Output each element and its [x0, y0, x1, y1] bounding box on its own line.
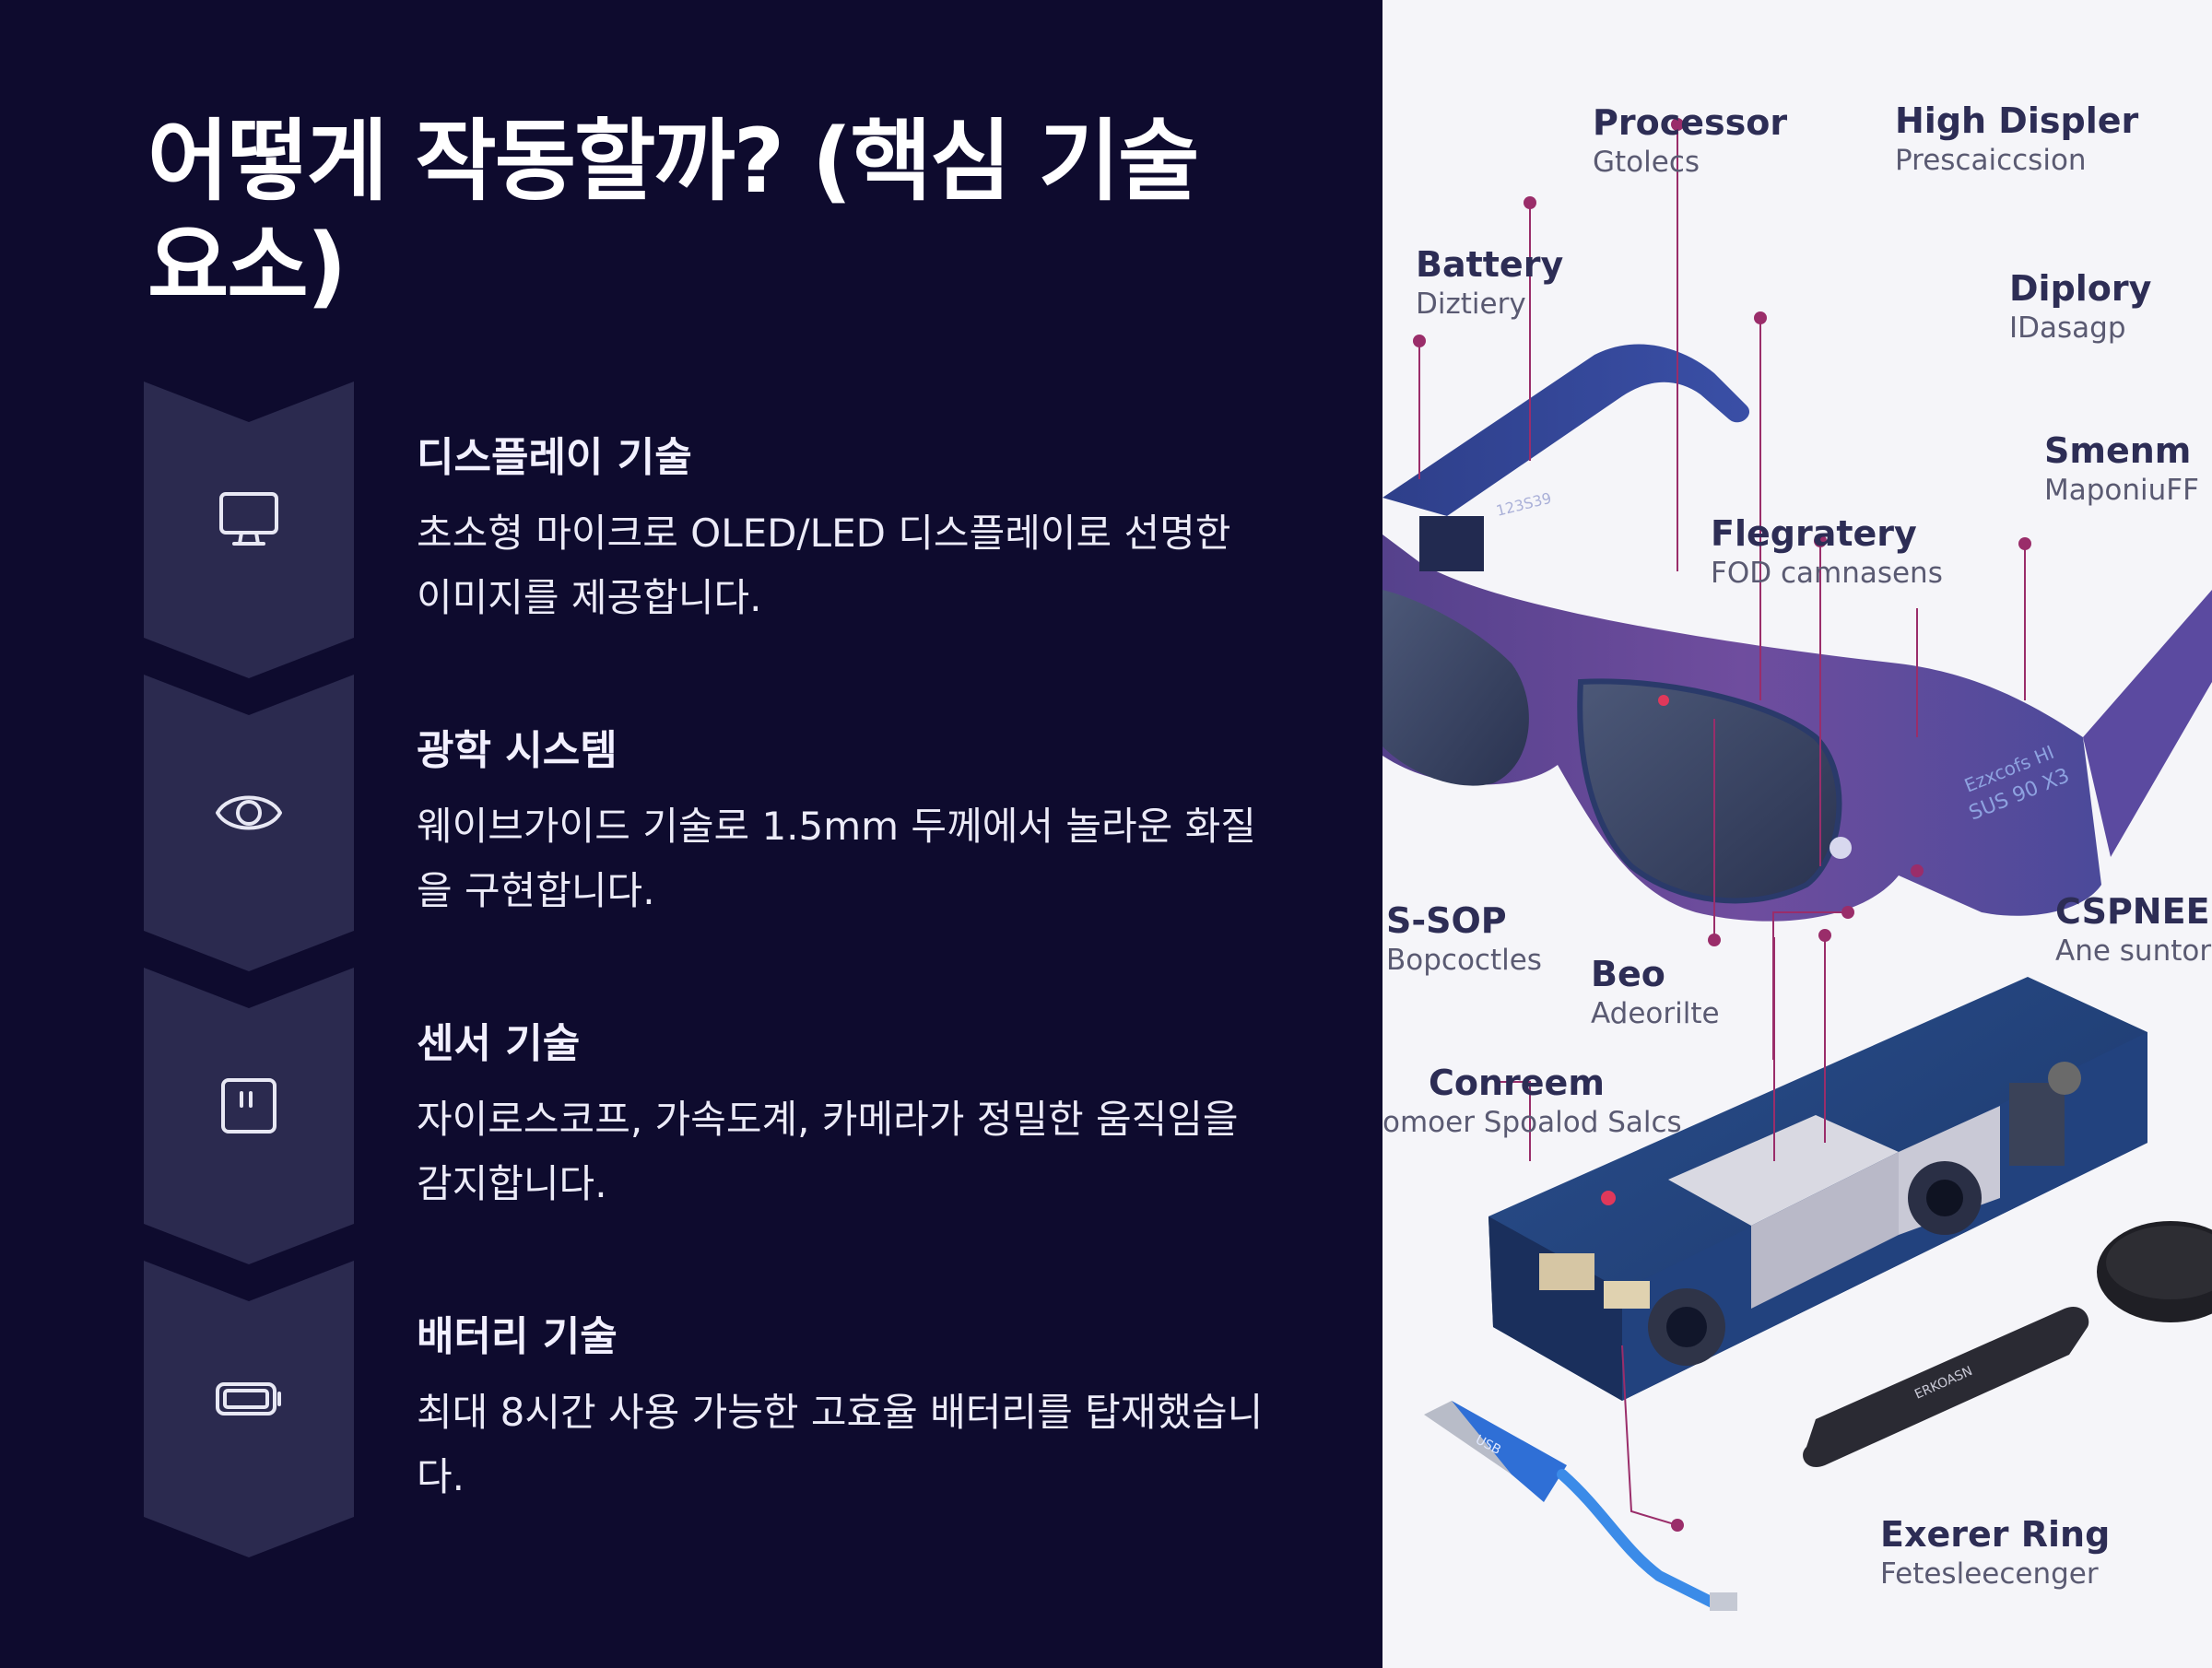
- page-title: 어떻게 작동할까? (핵심 기술 요소): [147, 110, 1199, 318]
- chevron-marker-optics: [144, 675, 354, 971]
- item-description: 웨이브가이드 기술로 1.5mm 두께에서 놀라운 화질을 구현합니다.: [417, 804, 1256, 913]
- sensor-icon: [221, 1078, 276, 1134]
- connector-block: [1539, 1253, 1594, 1290]
- item-title: 디스플레이 기술: [417, 434, 692, 481]
- product-diagram: ERKOASN USB 123S39 Ezxcofs HI SUS 90 X3: [1382, 0, 2212, 1668]
- left-panel: 어떻게 작동할까? (핵심 기술 요소) 디스플레이 기술 초소형 마이크로 O…: [144, 110, 1264, 1557]
- item-description: 자이로스코프, 가속도계, 카메라가 정밀한 움직임을 감지합니다.: [417, 1097, 1239, 1206]
- chevron-marker-sensor: [144, 968, 354, 1264]
- leader-dots: [1413, 118, 2031, 1532]
- black-tag: [1803, 1307, 2089, 1467]
- item-title: 광학 시스템: [417, 727, 618, 774]
- callout-cspneeb: CSPNEEBAne suntore: [2055, 891, 2212, 968]
- item-title: 배터리 기술: [417, 1313, 618, 1360]
- component-capacitor: [2048, 1062, 2081, 1095]
- hinge-screw: [1830, 837, 1852, 859]
- lens-right: [1577, 678, 1842, 904]
- eye-icon: [216, 795, 282, 830]
- hinge-dot: [1864, 400, 1875, 411]
- item-title: 센서 기술: [417, 1020, 581, 1067]
- display-chip: [2009, 1083, 2065, 1166]
- chevron-marker-display: [144, 382, 354, 678]
- exploded-glasses-illustration: ERKOASN USB 123S39 Ezxcofs HI SUS 90 X3: [1382, 118, 2212, 1611]
- item-description: 최대 8시간 사용 가능한 고효율 배터리를 탑재했습니다.: [417, 1390, 1264, 1499]
- heatsink-block: [1668, 1115, 1899, 1226]
- leader-lines: [1418, 124, 2026, 1526]
- lens-left: [1382, 590, 1529, 786]
- frame-text-serial: 123S39: [1494, 489, 1553, 520]
- monitor-icon: [219, 492, 278, 546]
- temple-arm-right: [2083, 590, 2212, 857]
- temple-arm-back: [1382, 344, 1750, 516]
- frame-vent: [1419, 516, 1484, 571]
- chevron-marker-battery: [144, 1261, 354, 1557]
- battery-icon: [216, 1382, 281, 1415]
- item-description: 초소형 마이크로 OLED/LED 디스플레이로 선명한 이미지를 제공합니다.: [417, 511, 1231, 620]
